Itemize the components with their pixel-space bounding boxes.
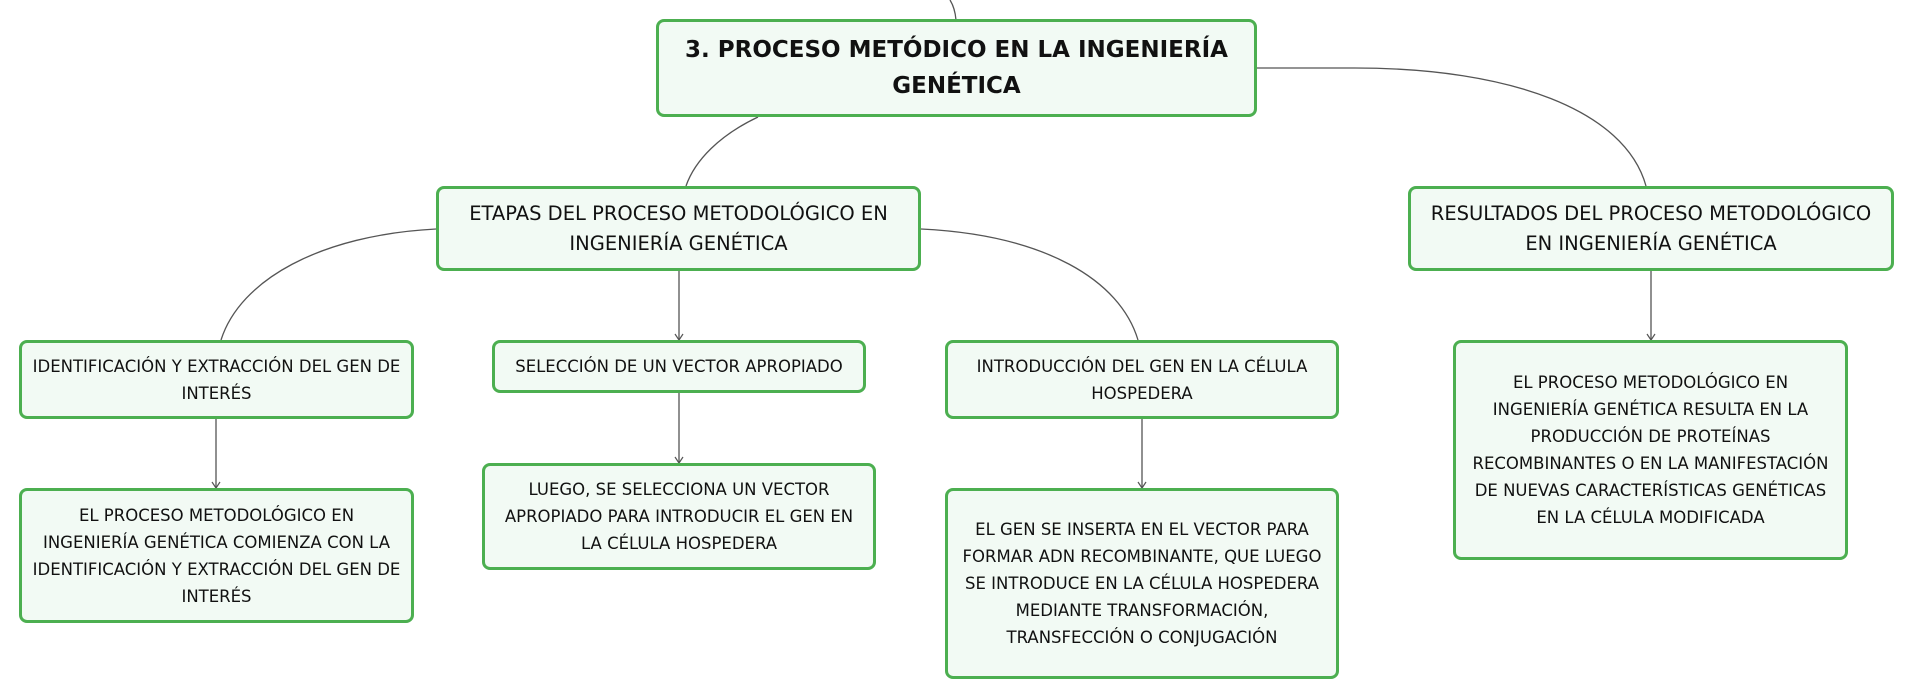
detail-seleccion-text: LUEGO, SE SELECCIONA UN VECTOR APROPIADO… [504,480,854,553]
connector-root-etapas [685,116,759,187]
topic-resultados-label: RESULTADOS DEL PROCESO METODOLÓGICO EN I… [1430,201,1872,255]
root-topic[interactable]: 3. PROCESO METÓDICO EN LA INGENIERÍA GEN… [656,19,1257,117]
detail-resultados[interactable]: EL PROCESO METODOLÓGICO EN INGENIERÍA GE… [1453,340,1848,560]
detail-seleccion[interactable]: LUEGO, SE SELECCIONA UN VECTOR APROPIADO… [482,463,876,570]
connector-to-root [949,0,957,21]
connector-etapas-identificacion [220,228,437,341]
detail-introduccion[interactable]: EL GEN SE INSERTA EN EL VECTOR PARA FORM… [945,488,1339,679]
detail-resultados-text: EL PROCESO METODOLÓGICO EN INGENIERÍA GE… [1472,373,1829,527]
detail-identificacion[interactable]: EL PROCESO METODOLÓGICO EN INGENIERÍA GE… [19,488,414,623]
subtopic-introduccion[interactable]: INTRODUCCIÓN DEL GEN EN LA CÉLULA HOSPED… [945,340,1339,419]
subtopic-seleccion-label: SELECCIÓN DE UN VECTOR APROPIADO [515,357,843,376]
connector-etapas-introduccion [920,228,1139,341]
topic-etapas[interactable]: ETAPAS DEL PROCESO METODOLÓGICO EN INGEN… [436,186,921,271]
subtopic-introduccion-label: INTRODUCCIÓN DEL GEN EN LA CÉLULA HOSPED… [976,356,1308,403]
topic-etapas-label: ETAPAS DEL PROCESO METODOLÓGICO EN INGEN… [469,201,888,255]
subtopic-identificacion-label: IDENTIFICACIÓN Y EXTRACCIÓN DEL GEN DE I… [32,356,401,403]
topic-resultados[interactable]: RESULTADOS DEL PROCESO METODOLÓGICO EN I… [1408,186,1894,271]
connector-root-resultados [1257,67,1647,187]
subtopic-seleccion[interactable]: SELECCIÓN DE UN VECTOR APROPIADO [492,340,866,393]
detail-identificacion-text: EL PROCESO METODOLÓGICO EN INGENIERÍA GE… [32,505,401,606]
detail-introduccion-text: EL GEN SE INSERTA EN EL VECTOR PARA FORM… [962,520,1322,647]
subtopic-identificacion[interactable]: IDENTIFICACIÓN Y EXTRACCIÓN DEL GEN DE I… [19,340,414,419]
root-topic-label: 3. PROCESO METÓDICO EN LA INGENIERÍA GEN… [685,37,1228,99]
